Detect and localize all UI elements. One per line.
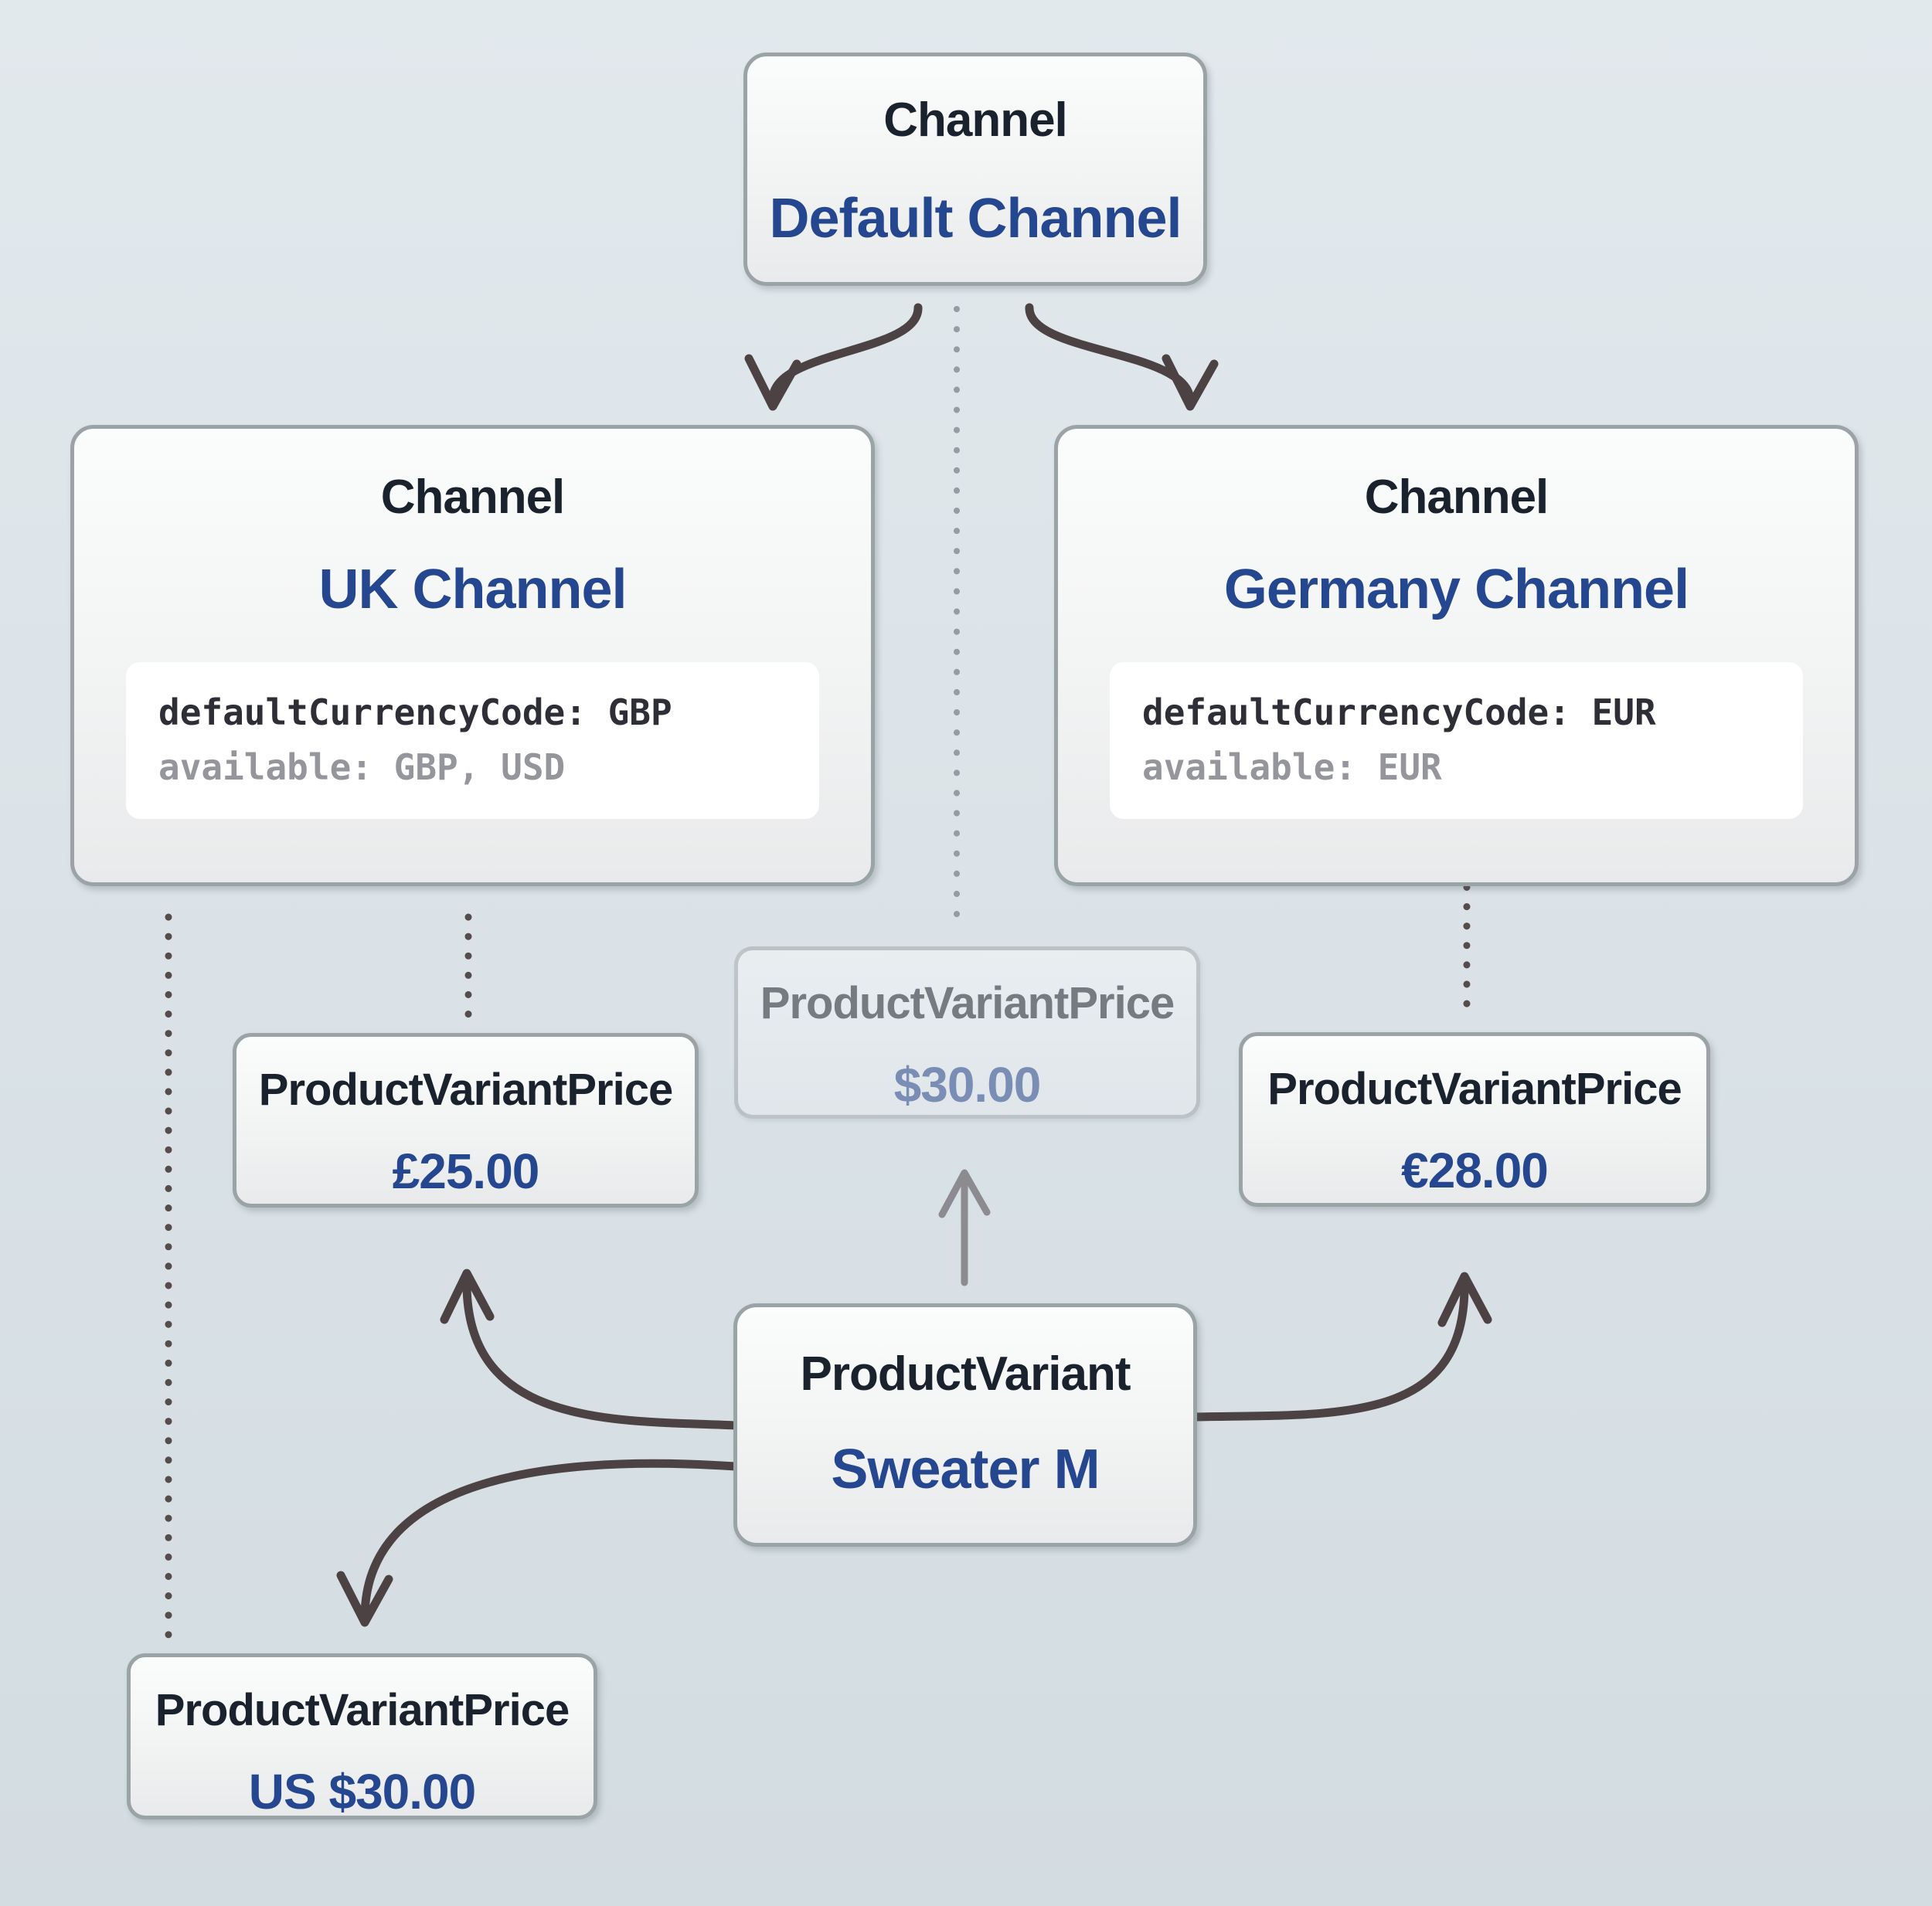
- default-currency-line: defaultCurrencyCode: GBP: [158, 691, 672, 733]
- entity-name-label: Default Channel: [769, 188, 1182, 250]
- node-default-channel: Channel Default Channel: [743, 53, 1207, 286]
- arrowhead-variant-to-default-price: [938, 1169, 991, 1218]
- arrow-variant-to-uk-price: [462, 1281, 740, 1430]
- entity-type-label: ProductVariantPrice: [1267, 1064, 1682, 1114]
- arrow-variant-to-germany-price: [1190, 1284, 1469, 1422]
- node-default-price: ProductVariantPrice $30.00: [734, 946, 1200, 1119]
- available-currencies-line: available: GBP, USD: [158, 746, 566, 789]
- node-germany-channel: Channel Germany Channel defaultCurrencyC…: [1054, 425, 1859, 886]
- arrowhead-variant-to-uk-price: [440, 1269, 495, 1324]
- node-product-variant: ProductVariant Sweater M: [733, 1303, 1197, 1547]
- entity-type-label: ProductVariantPrice: [155, 1685, 570, 1735]
- arrowhead-default-to-uk-channel: [744, 354, 801, 411]
- arrow-default-to-germany-channel: [1025, 303, 1195, 405]
- currency-code-block: defaultCurrencyCode: EUR available: EUR: [1110, 662, 1803, 819]
- price-value-label: $30.00: [893, 1057, 1042, 1113]
- currency-code-block: defaultCurrencyCode: GBP available: GBP,…: [126, 662, 819, 819]
- node-germany-price: ProductVariantPrice €28.00: [1239, 1032, 1710, 1207]
- entity-type-label: Channel: [883, 93, 1068, 147]
- entity-type-label: Channel: [380, 471, 566, 524]
- default-currency-line: defaultCurrencyCode: EUR: [1142, 691, 1656, 733]
- available-currencies-line: available: EUR: [1142, 746, 1442, 789]
- entity-name-label: Germany Channel: [1223, 559, 1689, 620]
- entity-type-label: ProductVariant: [800, 1347, 1131, 1401]
- entity-type-label: Channel: [1364, 471, 1549, 524]
- price-value-label: €28.00: [1401, 1143, 1549, 1198]
- node-uk-price: ProductVariantPrice £25.00: [233, 1033, 699, 1208]
- arrow-default-to-uk-channel: [768, 303, 923, 405]
- entity-name-label: Sweater M: [831, 1439, 1100, 1500]
- price-value-label: £25.00: [392, 1143, 540, 1199]
- entity-name-label: UK Channel: [318, 559, 627, 620]
- node-us-price: ProductVariantPrice US $30.00: [127, 1653, 597, 1819]
- entity-type-label: ProductVariantPrice: [258, 1065, 673, 1115]
- entity-type-label: ProductVariantPrice: [760, 978, 1175, 1028]
- node-uk-channel: Channel UK Channel defaultCurrencyCode: …: [70, 425, 875, 886]
- arrowhead-variant-to-germany-price: [1437, 1272, 1492, 1327]
- arrowhead-variant-to-us-price: [336, 1571, 393, 1627]
- arrow-variant-to-us-price: [360, 1459, 740, 1621]
- price-value-label: US $30.00: [248, 1764, 476, 1819]
- arrowhead-default-to-germany-channel: [1162, 354, 1219, 411]
